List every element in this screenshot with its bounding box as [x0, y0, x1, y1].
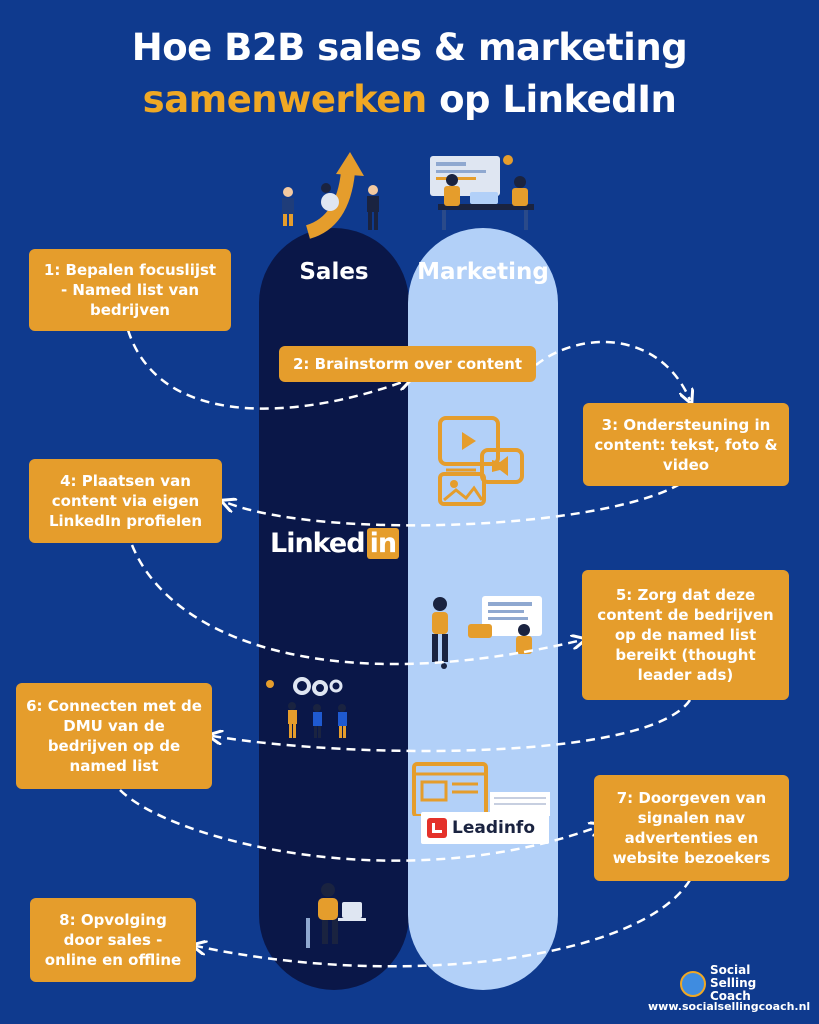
step-2-text: 2: Brainstorm over content [292, 355, 523, 373]
brand-name: Social Selling Coach [710, 963, 757, 1003]
title-line-2: samenwerken op LinkedIn [0, 76, 819, 124]
collaboration-illustration [432, 596, 542, 669]
brand-mark-icon [680, 970, 706, 997]
desk-worker-illustration [306, 883, 366, 948]
arrow-6-to-7 [119, 789, 600, 862]
title-line-1: Hoe B2B sales & marketing [131, 26, 688, 69]
title-highlight: samenwerken [142, 78, 428, 121]
sales-column-label: Sales [299, 259, 369, 285]
leadinfo-mark-icon [427, 818, 447, 838]
media-content-icon [438, 416, 524, 506]
arrow-7-to-8 [196, 879, 692, 968]
arrow-1-to-2 [126, 329, 408, 410]
meeting-illustration [430, 155, 534, 230]
marketing-column-label: Marketing [417, 259, 549, 285]
arrow-4-to-5 [130, 544, 582, 666]
website-url: www.socialsellingcoach.nl [648, 1000, 811, 1013]
leadinfo-logo: Leadinfo [421, 812, 549, 844]
leadinfo-logo-text: Leadinfo [452, 818, 536, 838]
brand-logo: Social Selling Coach [680, 964, 790, 1003]
linkedin-logo-in: in [366, 528, 400, 559]
team-gears-illustration [266, 677, 347, 738]
arrow-3-to-4 [225, 482, 681, 527]
title-rest: op LinkedIn [439, 78, 677, 121]
step-2-box: 2: Brainstorm over content [279, 346, 536, 382]
linkedin-logo-text: Linked [270, 528, 366, 559]
arrow-2-to-3 [535, 340, 690, 400]
growth-arrow-illustration [282, 152, 379, 239]
arrow-5-to-6 [212, 699, 692, 753]
